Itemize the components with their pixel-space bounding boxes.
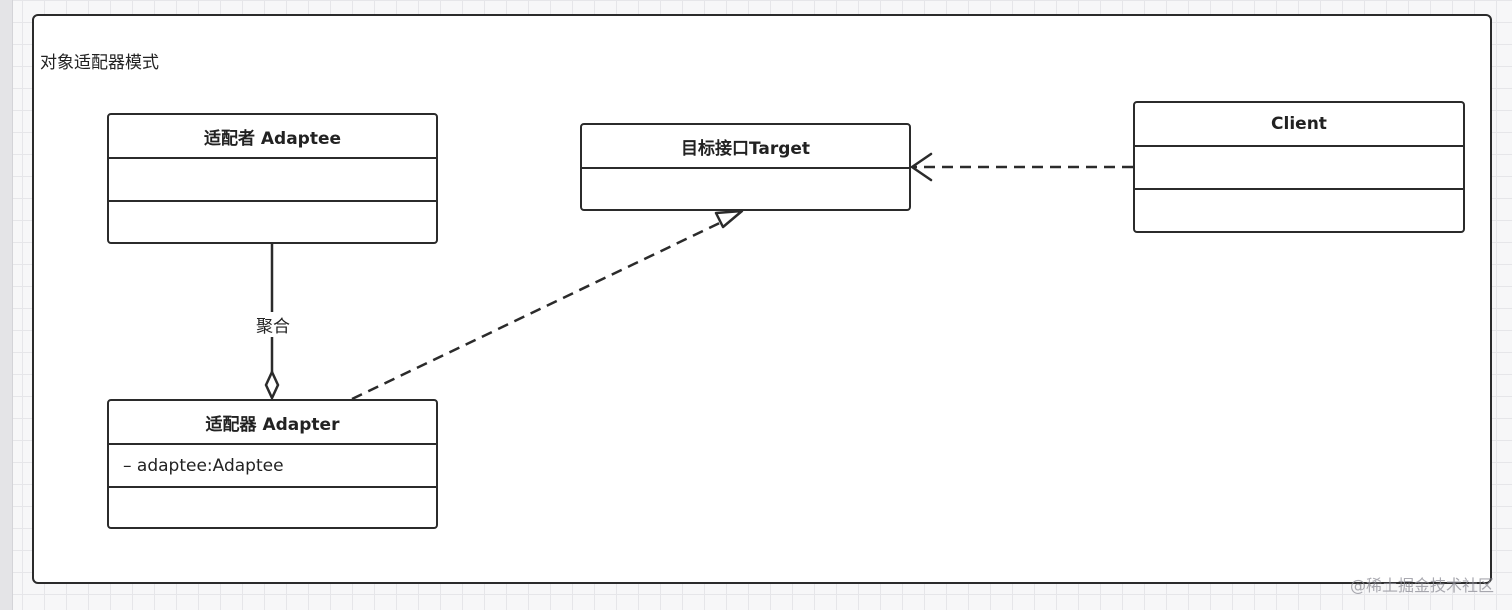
class-client-attributes: [1135, 145, 1463, 188]
class-target[interactable]: 目标接口Target: [580, 123, 911, 211]
class-target-name: 目标接口Target: [680, 138, 811, 159]
class-adaptee-methods: [109, 200, 436, 242]
class-adaptee-name: 适配者 Adaptee: [203, 128, 342, 149]
class-client-methods: [1135, 188, 1463, 231]
aggregation-label: 聚合: [250, 312, 296, 337]
class-adapter[interactable]: 适配器 Adapter – adaptee:Adaptee: [107, 399, 438, 529]
class-target-methods: [582, 167, 909, 209]
class-adapter-methods: [109, 486, 436, 527]
watermark: @稀土掘金技术社区: [1349, 576, 1494, 595]
class-adapter-name: 适配器 Adapter: [205, 414, 340, 435]
canvas-left-rail: [0, 0, 13, 610]
diagram-title: 对象适配器模式: [40, 53, 159, 73]
class-adaptee-attributes: [109, 157, 436, 200]
class-adaptee[interactable]: 适配者 Adaptee: [107, 113, 438, 244]
class-adapter-attributes: – adaptee:Adaptee: [109, 443, 436, 486]
class-client-name: Client: [1271, 114, 1327, 134]
class-client[interactable]: Client: [1133, 101, 1465, 233]
